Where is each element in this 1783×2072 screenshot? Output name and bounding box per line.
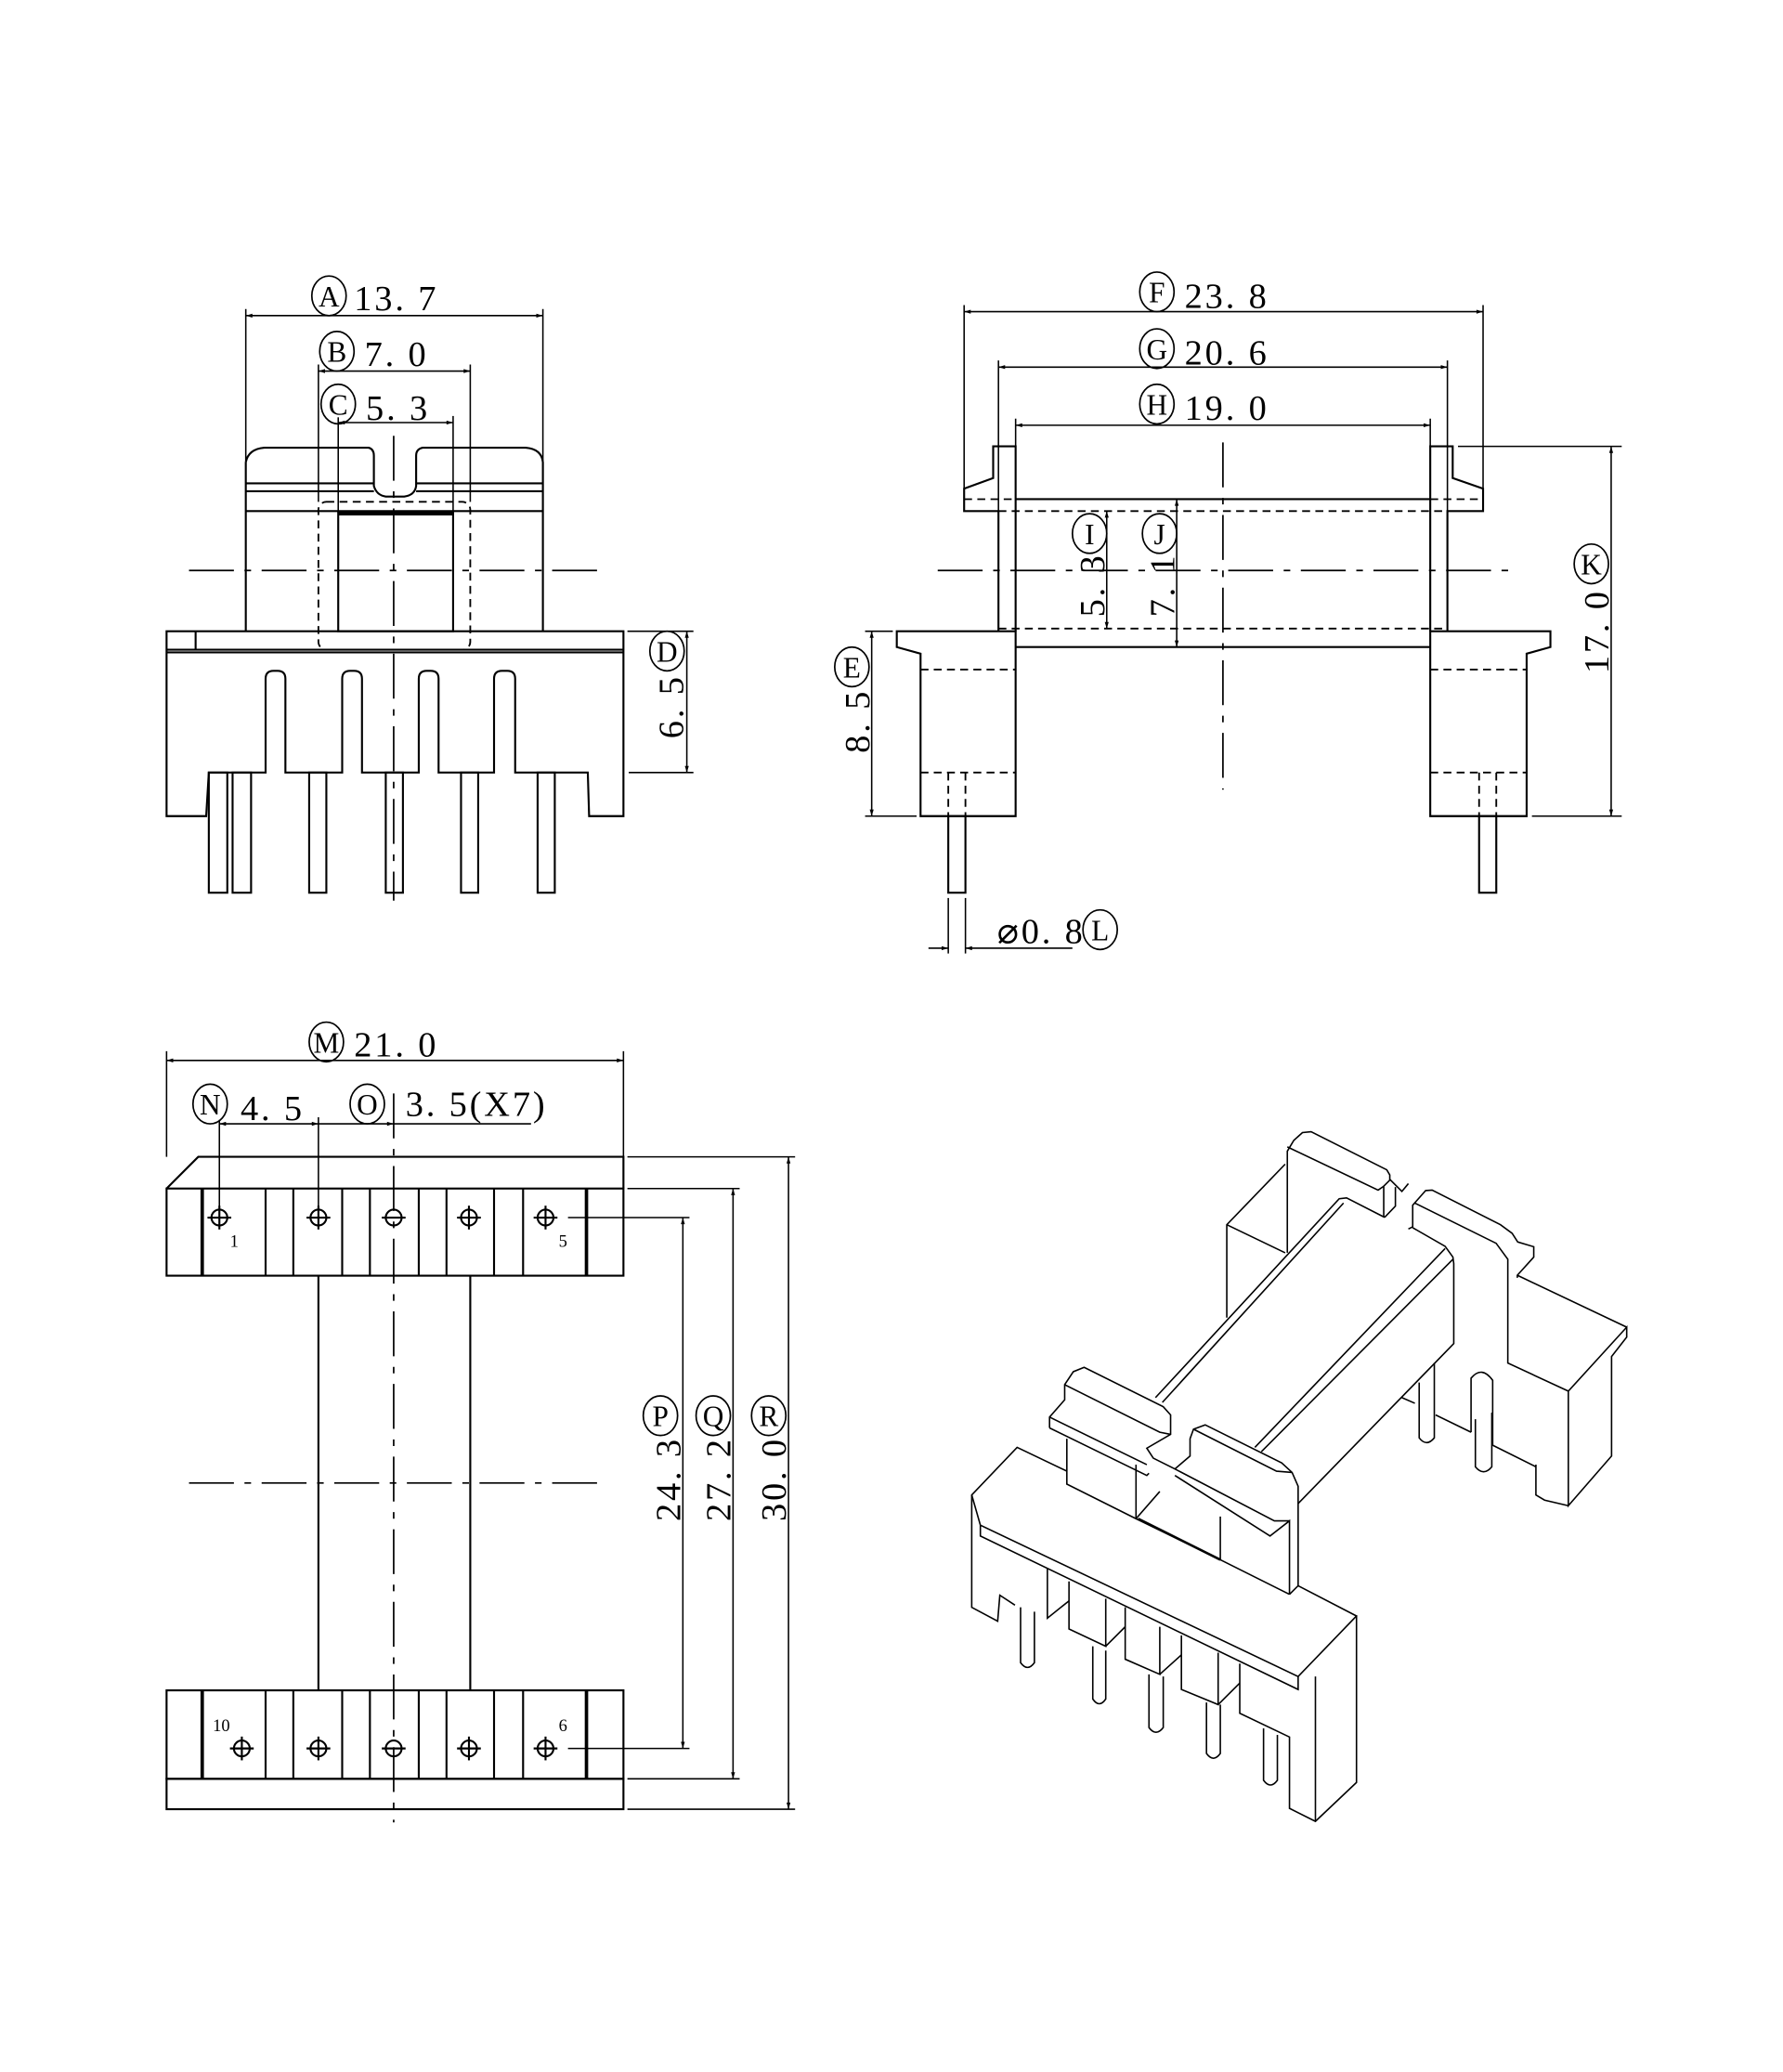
dim-i-letter: I xyxy=(1085,518,1094,551)
dim-g-value: 20. 6 xyxy=(1185,333,1269,372)
dim-a-letter: A xyxy=(319,280,340,313)
pin-number-10: 10 xyxy=(213,1716,229,1735)
dim-j-value: 7. 1 xyxy=(1143,553,1182,617)
dim-c-label: C xyxy=(319,383,357,425)
dim-p-label: P xyxy=(642,1395,679,1437)
dim-e-letter: E xyxy=(843,651,861,684)
dim-h-label: H xyxy=(1139,383,1176,425)
dim-g-letter: G xyxy=(1147,333,1168,366)
dim-d-value: 6. 5 xyxy=(652,674,691,738)
bottom-view: 1 5 10 6 M 21. 0 N 4. 5 O 3. 5(X7) P 24.… xyxy=(165,1021,796,1823)
side-view: F 23. 8 G 20. 6 H 19. 0 I 5. 3 J 7. 1 K … xyxy=(834,271,1622,954)
dim-n-label: N xyxy=(191,1083,228,1125)
pin xyxy=(231,771,253,894)
dim-f-label: F xyxy=(1139,271,1176,313)
dim-b-letter: B xyxy=(327,336,346,369)
dim-o-label: O xyxy=(349,1083,385,1125)
dim-c-value: 5. 3 xyxy=(366,389,430,428)
dim-q-value: 27. 2 xyxy=(700,1437,739,1521)
dim-g-label: G xyxy=(1139,328,1176,370)
dim-r-label: R xyxy=(750,1395,787,1437)
dim-p-value: 24. 3 xyxy=(649,1437,688,1521)
dim-f-value: 23. 8 xyxy=(1185,277,1269,316)
pin-number-5: 5 xyxy=(559,1231,567,1250)
dim-m-value: 21. 0 xyxy=(354,1026,438,1065)
dim-k-label: K xyxy=(1573,542,1609,585)
pin xyxy=(207,771,228,894)
dim-a-label: A xyxy=(310,275,347,317)
dim-p-letter: P xyxy=(652,1401,668,1433)
pin xyxy=(460,771,480,894)
pin xyxy=(536,771,556,894)
dim-i-value: 5. 3 xyxy=(1074,553,1113,617)
dim-e-value: 8. 5 xyxy=(839,689,878,753)
dim-c-letter: C xyxy=(329,388,348,421)
dim-b-value: 7. 0 xyxy=(365,335,429,374)
dim-l-letter: L xyxy=(1091,914,1109,946)
dim-o-value: 3. 5(X7) xyxy=(406,1086,548,1125)
dim-i-label: I xyxy=(1071,513,1108,554)
dim-h-value: 19. 0 xyxy=(1185,389,1269,428)
front-view: A 13. 7 B 7. 0 C 5. 3 D 6. 5 xyxy=(165,275,694,901)
dim-r-letter: R xyxy=(759,1401,778,1433)
dim-a-value: 13. 7 xyxy=(354,280,438,319)
pin-number-1: 1 xyxy=(230,1231,239,1250)
dim-r-value: 30. 0 xyxy=(755,1437,794,1521)
dim-j-letter: J xyxy=(1154,518,1165,551)
pin xyxy=(1477,814,1498,894)
dim-m-letter: M xyxy=(314,1026,340,1059)
dim-k-letter: K xyxy=(1581,549,1602,581)
dim-n-value: 4. 5 xyxy=(241,1089,305,1128)
dim-q-label: Q xyxy=(695,1395,732,1437)
dim-f-letter: F xyxy=(1149,277,1165,309)
dim-d-label: D xyxy=(648,630,685,672)
dim-l-value: ⌀0. 8 xyxy=(997,912,1086,951)
dim-o-letter: O xyxy=(357,1088,378,1121)
dim-j-label: J xyxy=(1141,513,1178,554)
dim-b-label: B xyxy=(319,331,356,372)
dim-d-letter: D xyxy=(657,635,678,668)
pin xyxy=(307,771,328,894)
isometric-view xyxy=(971,1132,1626,1822)
dim-m-label: M xyxy=(308,1021,345,1063)
dim-q-letter: Q xyxy=(703,1401,724,1433)
dim-h-letter: H xyxy=(1147,388,1168,421)
dim-k-value: 17. 0 xyxy=(1578,589,1617,673)
pin xyxy=(947,814,967,894)
dim-l-label: L xyxy=(1082,908,1119,951)
dim-n-letter: N xyxy=(200,1088,221,1121)
dim-e-label: E xyxy=(834,645,870,688)
pin-number-6: 6 xyxy=(559,1716,567,1735)
